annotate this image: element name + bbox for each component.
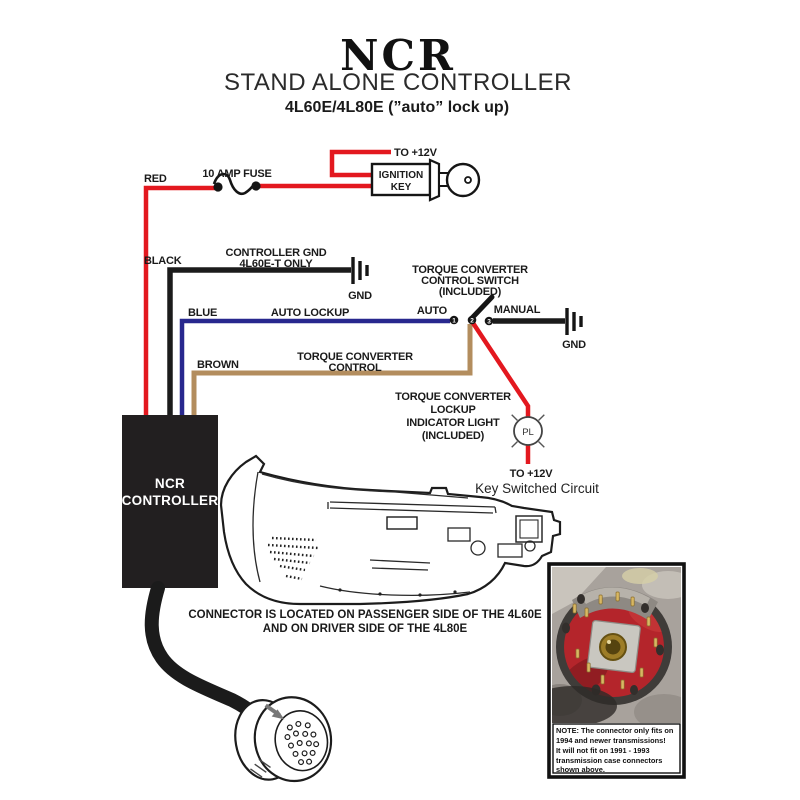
connector-pins [284,720,320,766]
blue-wire-label: BLUE [188,307,217,319]
lamp-label: PL [522,427,534,438]
switch-lever [469,294,495,321]
connector-photo [552,567,681,723]
inset-note-box [552,723,681,774]
red-wire-to-12v [329,149,391,178]
indicator-lamp-symbol: PL [511,414,545,448]
terminal-3-number: 3 [487,318,491,325]
brown-wire-label: BROWN [197,359,239,371]
alignment-arrow [264,703,285,720]
fuse-symbol [212,172,261,196]
gnd-label-2: GND [562,339,586,351]
connector-ribs [250,758,271,778]
inset-note-line3: It will not fit on 1991 - 1993 [556,746,650,755]
to-12v-label: TO +12V [394,147,438,159]
inset-note-line5: shown above. [556,765,605,774]
switch-label-3: (INCLUDED) [439,286,502,298]
torque-converter-control-switch: 1 2 3 [449,294,495,326]
indicator-label-4: (INCLUDED) [422,430,485,442]
gnd-label-1: GND [348,290,372,302]
indicator-label-1: TORQUE CONVERTER [395,391,511,403]
ignition-key-symbol: IGNITION KEY [370,158,481,202]
switch-terminal-3 [484,316,494,326]
case-connector-drawing [234,696,333,783]
location-note-line1: CONNECTOR IS LOCATED ON PASSENGER SIDE O… [188,609,542,621]
switch-terminal-2 [467,315,477,325]
key-icon [445,162,481,198]
manual-label: MANUAL [494,304,541,316]
auto-label: AUTO [417,305,448,317]
black-wire-label: BLACK [144,255,182,267]
photo-holes [562,594,664,696]
ground-symbol-controller [351,257,369,284]
controller-label-2: CONTROLLER [122,493,219,508]
wires [143,149,565,464]
ncr-controller-box: NCR CONTROLLER [122,415,219,588]
controller-label-1: NCR [155,476,185,491]
location-note-line2: AND ON DRIVER SIDE OF THE 4L80E [263,623,468,635]
controller-gnd-label-1: CONTROLLER GND [225,247,326,259]
inset-note-line1: NOTE: The connector only fits on [556,726,674,735]
red-lamp-wire-upper [471,321,531,418]
tcc-label-1: TORQUE CONVERTER [297,351,413,363]
auto-lockup-label: AUTO LOCKUP [271,307,349,319]
black-ground-wire [167,267,351,417]
inset-note-line2: 1994 and newer transmissions! [556,736,666,745]
switch-label-1: TORQUE CONVERTER [412,264,528,276]
inset-note-line4: transmission case connectors [556,756,662,765]
model-subtitle: 4L60E/4L80E (”auto” lock up) [285,99,509,116]
ignition-label-2: KEY [391,182,412,193]
red-wire-label: RED [144,173,167,185]
controller-cable [144,581,264,724]
indicator-label-3: INDICATOR LIGHT [406,417,500,429]
tcc-label-2: CONTROL [329,362,382,374]
blue-lockup-wire [179,318,450,417]
controller-gnd-label-2: 4L60E-T ONLY [240,258,314,270]
labels: RED 10 AMP FUSE TO +12V BLACK CONTROLLER… [144,147,599,496]
terminal-1-number: 1 [452,317,456,324]
lamp-to-12v-label: TO +12V [510,468,554,480]
title-block: NCR STAND ALONE CONTROLLER 4L60E/4L80E (… [224,31,572,116]
transmission-drawing [219,454,562,606]
ignition-label-1: IGNITION [379,170,423,181]
terminal-2-number: 2 [470,317,474,324]
brown-tcc-wire [191,324,473,417]
connector-location-note: CONNECTOR IS LOCATED ON PASSENGER SIDE O… [188,609,542,635]
photo-pins [572,591,658,690]
fuse-label: 10 AMP FUSE [202,168,271,180]
photo-inset: NOTE: The connector only fits on 1994 an… [547,562,686,779]
key-switched-circuit-label: Key Switched Circuit [475,481,599,496]
casting-texture [267,536,319,581]
page-title: STAND ALONE CONTROLLER [224,69,572,96]
switch-terminal-1 [449,315,459,325]
ground-symbol-manual [565,308,583,335]
indicator-label-2: LOCKUP [430,404,475,416]
brand-logo: NCR [340,31,456,80]
red-wire [143,185,215,417]
switch-label-2: CONTROL SWITCH [421,275,519,287]
